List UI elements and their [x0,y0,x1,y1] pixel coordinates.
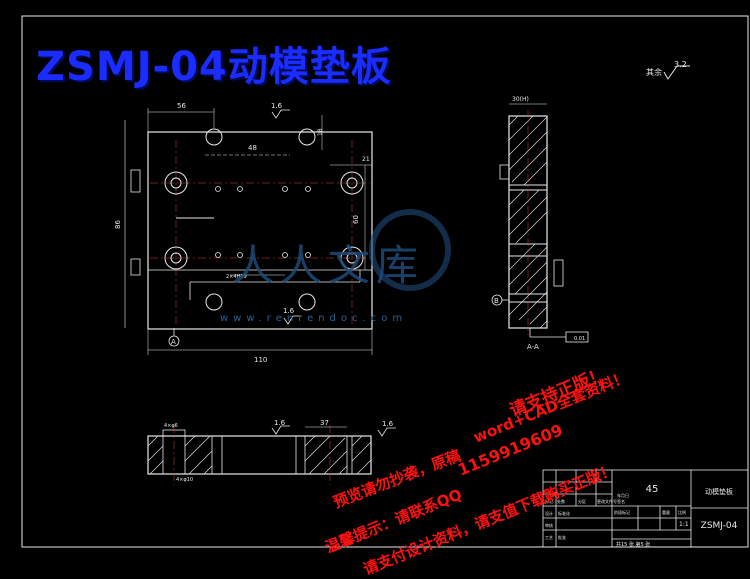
drawing-no: ZSMJ-04 [701,521,738,531]
plan-view: A 56 1.6 1.6 110 86 60 21 18 48 2×4H19 [114,102,373,364]
dim-16-bottom: 1.6 [283,307,295,315]
pin-note: 2×4H19 [226,274,247,280]
watermark-logo-ring [369,209,451,291]
note-holes-top: 4×φ6 [164,423,178,429]
dim-depth: 30(H) [512,96,529,103]
section-label: A-A [527,343,539,351]
stage-label-1: 重量 [662,509,670,515]
tol-1: 0.01 [574,336,585,342]
row-label-4: 批准 [558,534,566,540]
row-label-1: 审核 [545,522,553,528]
col-label-3: 更改文件号 [597,498,617,504]
col-label-1: 处数 [557,498,565,504]
col-label-0: 标记 [545,498,553,504]
drawing-frame [21,15,749,548]
datum-b: B [494,297,499,305]
dim-37: 37 [320,419,329,427]
title-block [542,469,749,548]
bottom-view: 4×φ6 4×φ10 37 1.6 1.6 [147,419,396,485]
part-name: 动模垫板 [705,487,733,496]
row-label-2: 工艺 [545,535,553,540]
col-label-4: 签名 [617,498,625,504]
watermark-site: www.renrendoc.com [220,313,408,324]
col-label-5: 年月日 [617,492,629,498]
bolt-hole-bl [164,246,188,270]
cad-drawing: 其余 3.2 [21,15,749,548]
row-label-0: 设计 [545,510,553,516]
dim-60: 60 [352,215,360,224]
dim-16-top: 1.6 [271,102,283,110]
dim-48: 48 [248,144,257,152]
note-holes-bottom: 4×φ10 [176,477,193,483]
roughness-symbol [663,65,690,80]
stage-label-2: 比例 [678,509,686,515]
roughness-label: 其余 [646,67,662,77]
section-view: 30(H) B 0.01 A-A [491,96,589,351]
bolt-hole-tr [340,171,364,195]
material: 45 [646,484,659,495]
bolt-hole-br [340,246,364,270]
bolt-hole-tl [164,171,188,195]
roughness-value: 3.2 [674,60,687,69]
sheet-count: 共15 张 第5 张 [616,541,650,548]
dim-16-b3: 1.6 [382,420,394,428]
dim-18: 18 [317,128,324,136]
datum-a: A [171,338,176,346]
col-label-2: 分区 [578,498,586,504]
dim-110: 110 [254,356,267,364]
dim-16-b2: 1.6 [274,419,286,427]
dim-21: 21 [362,156,370,163]
dim-56: 56 [177,102,186,110]
watermark-logo-text: 人人文库 [232,241,425,290]
row-label-3: 标准化 [558,510,570,516]
scale-ratio: 1:1 [679,521,689,528]
stage-label-0: 阶段标记 [614,509,630,515]
drawing-title: ZSMJ-04动模垫板 [36,44,392,90]
dim-86: 86 [114,220,122,229]
